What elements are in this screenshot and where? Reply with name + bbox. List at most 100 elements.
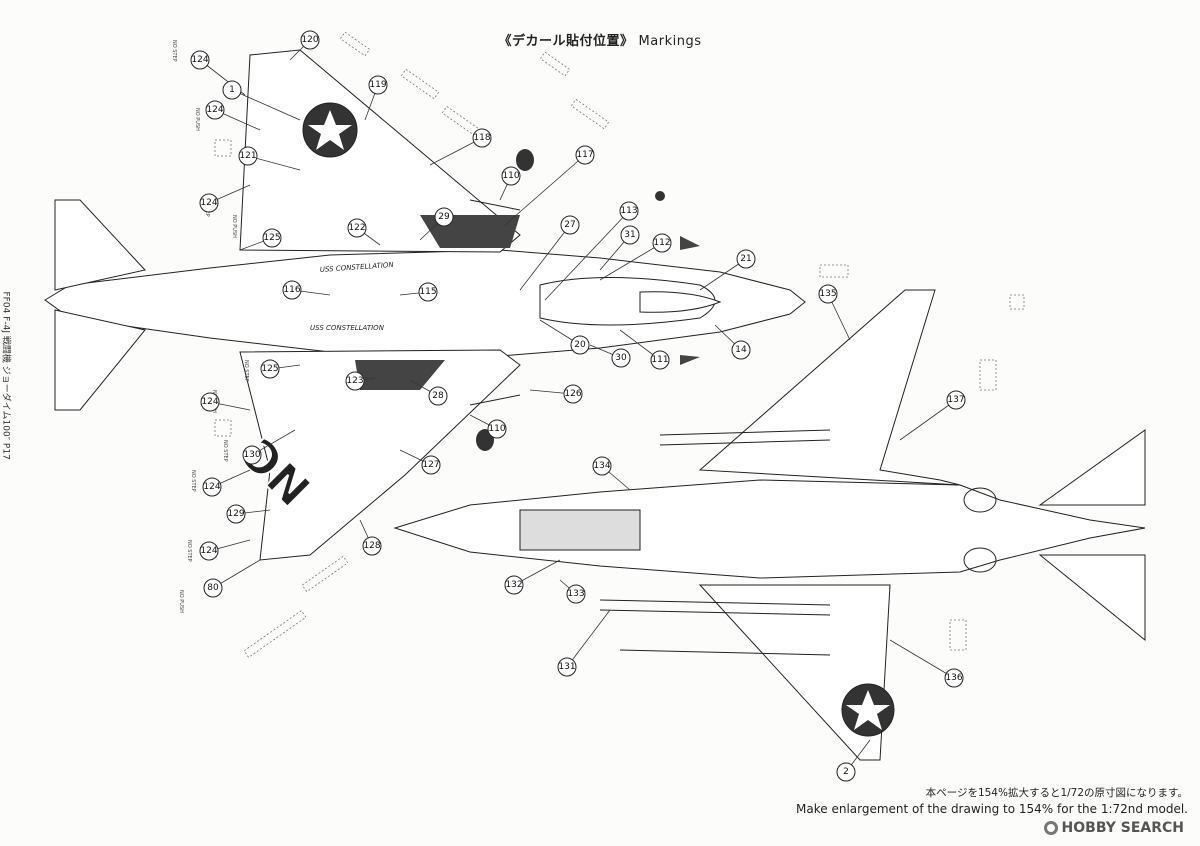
callout-circle (731, 340, 751, 360)
page-title: 《デカール貼付位置》 Markings (0, 30, 1200, 49)
watermark-logo: HOBBY SEARCH (1043, 820, 1184, 836)
callout-circle (199, 193, 219, 213)
callout-number: 120 (301, 35, 318, 45)
bottom-view-aircraft (393, 289, 1146, 761)
callout-number: 123 (346, 376, 363, 386)
svg-text:NO PUSH: NO PUSH (194, 108, 200, 131)
svg-text:NO STEP: NO STEP (222, 440, 228, 462)
callout-number: 28 (432, 391, 444, 401)
callout-circle (434, 207, 454, 227)
callout-leader (519, 224, 571, 291)
callout-circle (242, 445, 262, 465)
callout-leader (889, 639, 955, 679)
callout-circle (226, 504, 246, 524)
callout-circle (368, 75, 388, 95)
callout-number: 126 (564, 389, 581, 399)
callout-circle (619, 201, 639, 221)
svg-text:NO STEP: NO STEP (171, 40, 177, 62)
callout-circle (282, 280, 302, 300)
callout-circle (199, 541, 219, 561)
callout-number: 2 (843, 767, 849, 777)
callout-circle (472, 128, 492, 148)
watermark-text: HOBBY SEARCH (1061, 820, 1184, 836)
callout-number: 127 (422, 460, 439, 470)
callout-number: 119 (369, 80, 386, 90)
callout-number: 130 (243, 450, 260, 460)
callout-leader (231, 89, 301, 121)
callout-number: 115 (419, 287, 436, 297)
callout-circle (557, 657, 577, 677)
callout-number: 129 (227, 509, 244, 519)
callout-number: 132 (505, 580, 522, 590)
callout-number: 31 (624, 230, 635, 240)
callout-circle (836, 762, 856, 782)
callout-circle (487, 419, 507, 439)
callout-circle (205, 100, 225, 120)
callout-leader (504, 154, 586, 226)
callout-number: 80 (207, 583, 219, 593)
callout-number: 14 (735, 345, 747, 355)
callout-circle (262, 228, 282, 248)
callout-number: 136 (945, 673, 962, 683)
callout-circle (345, 371, 365, 391)
callout-circle (501, 166, 521, 186)
callout-number: 110 (502, 171, 519, 181)
callout-number: 30 (615, 353, 627, 363)
callout-number: 131 (558, 662, 575, 672)
callout-number: 135 (819, 289, 836, 299)
callout-leader (544, 210, 630, 301)
callout-circle (946, 390, 966, 410)
callout-number: 111 (651, 355, 668, 365)
callout-circle (200, 392, 220, 412)
callout-circle (362, 536, 382, 556)
callout-number: 133 (567, 589, 584, 599)
callout-number: 1 (229, 85, 235, 95)
svg-text:NO STEP: NO STEP (190, 470, 196, 492)
callout-circle (203, 578, 223, 598)
callout-number: 137 (947, 395, 964, 405)
callout-leader (599, 242, 663, 281)
callout-number: 134 (593, 461, 610, 471)
svg-text:NO STEP: NO STEP (243, 360, 249, 382)
svg-text:NO STEP: NO STEP (186, 540, 192, 562)
callout-leader (429, 137, 483, 166)
callout-circle (575, 145, 595, 165)
fuel-marking-upper (516, 149, 534, 171)
callout-circle (347, 218, 367, 238)
callout-circle (504, 575, 524, 595)
callout-circle (190, 50, 210, 70)
callout-number: 124 (203, 482, 220, 492)
callout-circle (238, 146, 258, 166)
fuselage-text-lower: USS CONSTELLATION (310, 324, 385, 332)
callout-circle (652, 233, 672, 253)
callout-circle (418, 282, 438, 302)
callout-circle (566, 584, 586, 604)
callout-numbers: 1201241124119118121124117110291221252711… (190, 30, 966, 782)
callout-circle (300, 30, 320, 50)
callout-number: 112 (653, 238, 670, 248)
callout-circle (222, 80, 242, 100)
lamp-marking (655, 191, 665, 201)
callout-circle (592, 456, 612, 476)
enlargement-note-en: Make enlargement of the drawing to 154% … (796, 802, 1188, 816)
callout-number: 117 (576, 150, 593, 160)
callout-number: 124 (206, 105, 223, 115)
callout-number: 27 (564, 220, 575, 230)
top-view-aircraft: NC (44, 49, 806, 561)
callout-circle (620, 225, 640, 245)
svg-text:NO PUSH: NO PUSH (178, 590, 184, 613)
callout-circle (611, 348, 631, 368)
title-en: Markings (638, 34, 702, 49)
callout-circle (560, 215, 580, 235)
callout-circle (202, 477, 222, 497)
callout-leader (899, 399, 957, 441)
callout-number: 124 (191, 55, 208, 65)
callout-circle (428, 386, 448, 406)
callout-number: 29 (438, 212, 450, 222)
callout-number: 125 (263, 233, 280, 243)
callout-number: 121 (239, 151, 256, 161)
callout-circle (563, 384, 583, 404)
callout-number: 21 (740, 254, 751, 264)
callout-circle (260, 359, 280, 379)
callout-number: 124 (201, 397, 218, 407)
